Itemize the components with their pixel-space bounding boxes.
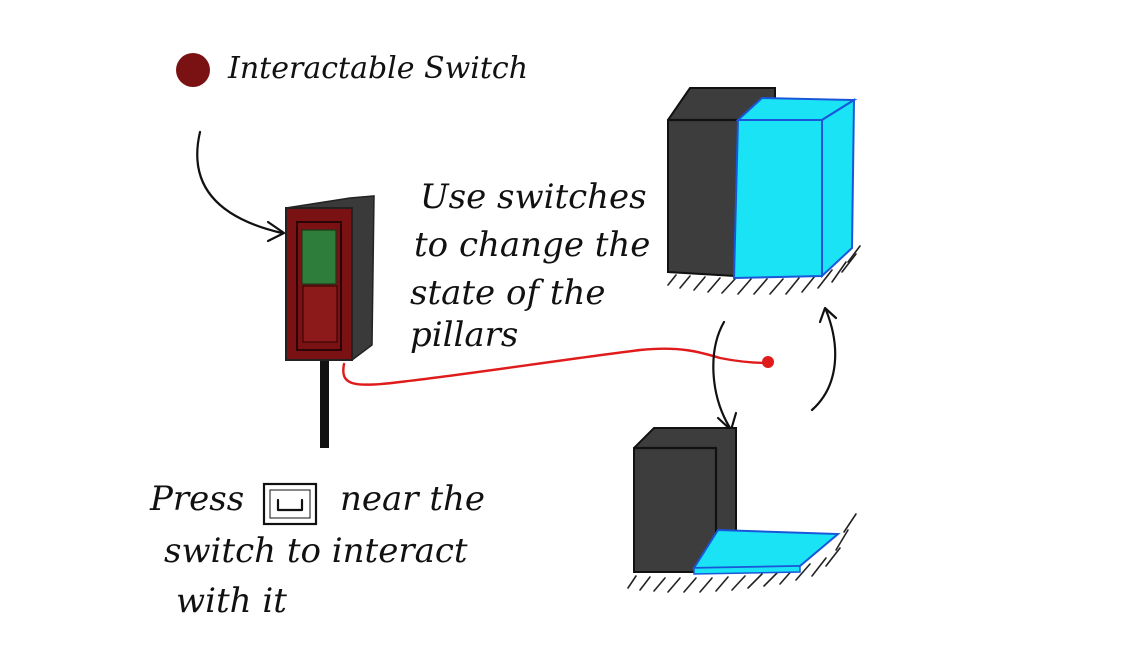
switch[interactable] (286, 196, 374, 448)
arrow-down (713, 322, 730, 428)
state-transition-arrows (713, 308, 836, 430)
instruction-line-3: with it (176, 581, 287, 621)
tip-line-2: to change the (414, 225, 650, 265)
legend-label: Interactable Switch (227, 51, 528, 86)
switch-post (320, 358, 329, 448)
pillar-raised-group (668, 88, 860, 294)
pillar-raised-front (734, 120, 822, 278)
tip-line-4: pillars (410, 315, 518, 355)
switch-indicator-off (303, 286, 337, 342)
pillar-lowered-plate (694, 530, 838, 568)
instruction-line-2: switch to interact (164, 531, 468, 571)
tip-line-1: Use switches (420, 177, 647, 217)
tip-line-3: state of the (410, 273, 606, 313)
legend-arrow (197, 132, 284, 241)
pillar-lowered-edge (694, 566, 800, 574)
switch-legend-dot-icon (176, 53, 210, 87)
instruction-press: Press (149, 479, 244, 519)
switch-indicator-on (302, 230, 336, 284)
space-key-icon (264, 484, 316, 524)
instruction: Press near the switch to interact with i… (149, 479, 485, 621)
wire-end-dot (762, 356, 774, 368)
pillar-raised-side (822, 100, 854, 276)
tip: Use switches to change the state of the … (410, 177, 650, 355)
wire (343, 349, 774, 385)
arrow-up (812, 310, 835, 410)
wire-line (343, 349, 768, 385)
pillar-lowered-group (628, 428, 856, 592)
instruction-near-the: near the (340, 479, 485, 519)
legend: Interactable Switch (176, 51, 528, 87)
